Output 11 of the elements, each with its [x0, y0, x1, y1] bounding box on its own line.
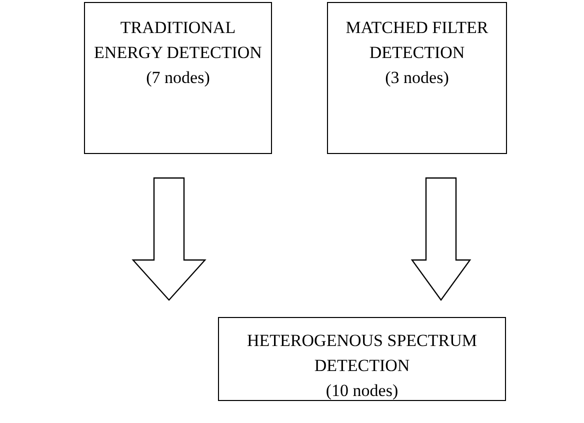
process-box [327, 2, 507, 154]
node-count: (3 nodes) [385, 67, 449, 89]
box-title: HETEROGENOUS SPECTRUM DETECTION [246, 330, 478, 377]
node-count: (10 nodes) [326, 380, 398, 402]
process-box [218, 317, 506, 401]
box-title: MATCHED FILTER DETECTION [344, 17, 490, 64]
node-count: (7 nodes) [146, 67, 210, 89]
block-arrow [132, 177, 206, 301]
process-box [84, 2, 272, 154]
box-title: TRADITIONAL ENERGY DETECTION [93, 17, 263, 64]
block-arrow [410, 177, 472, 302]
